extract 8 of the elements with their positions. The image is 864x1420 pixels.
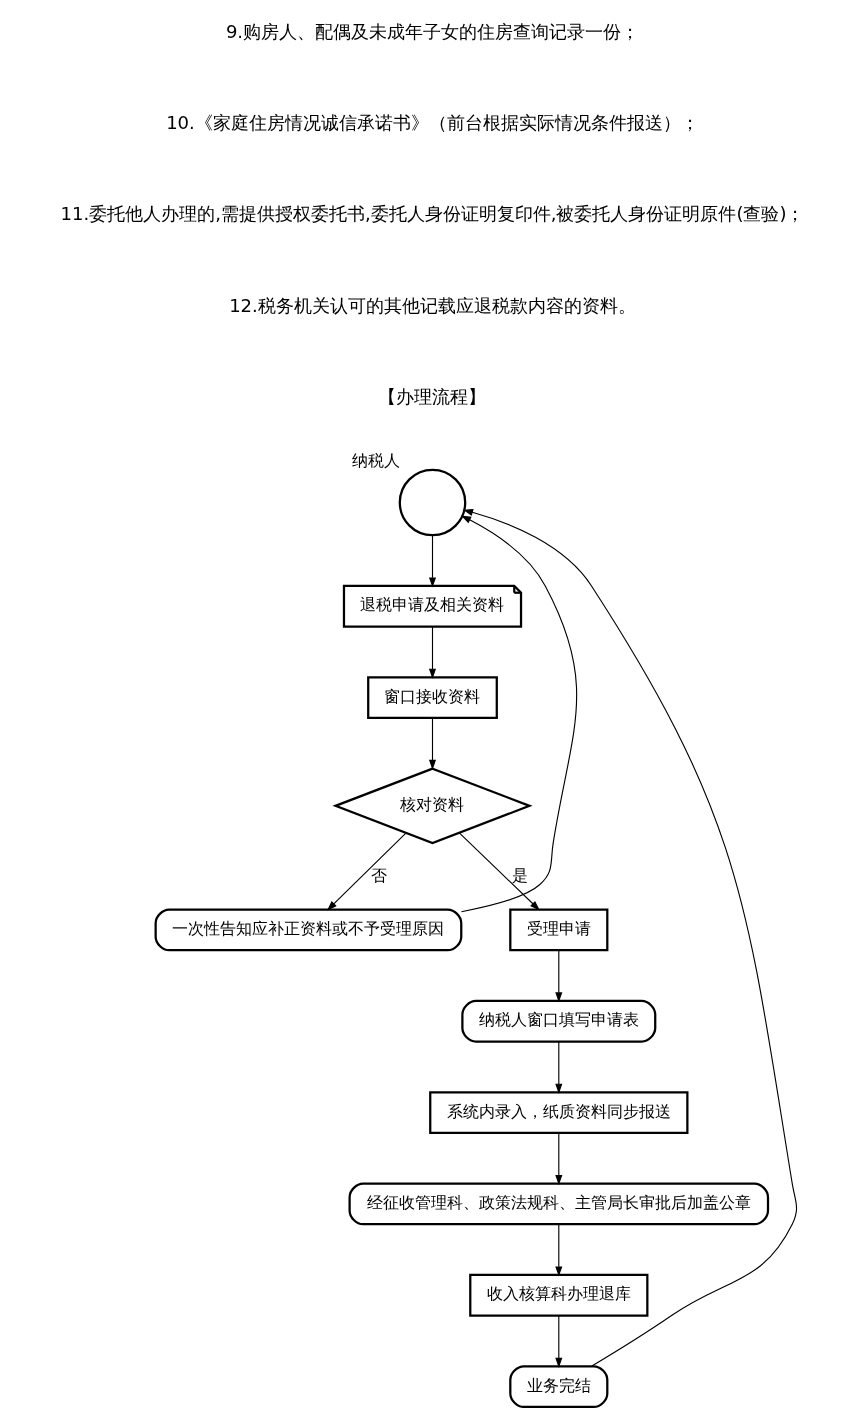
edge-label: 否 (370, 865, 387, 885)
label: 11.委托他人办理的,需提供授权委托书,委托人身份证明复印件,被委托人身份证明原件(查验)； (60, 203, 804, 225)
label: 12.税务机关认可的其他记载应退税款内容的资料。 (228, 294, 636, 316)
node-label: 纳税人 (351, 450, 400, 470)
label: 10.《家庭住房情况诚信承诺书》（前台根据实际情况条件报送）； (165, 112, 699, 133)
edge-label: 是 (511, 865, 528, 885)
label: 9.购房人、配偶及未成年子女的住房查询记录一份； (225, 20, 639, 42)
label: 【办理流程】 (378, 386, 486, 408)
